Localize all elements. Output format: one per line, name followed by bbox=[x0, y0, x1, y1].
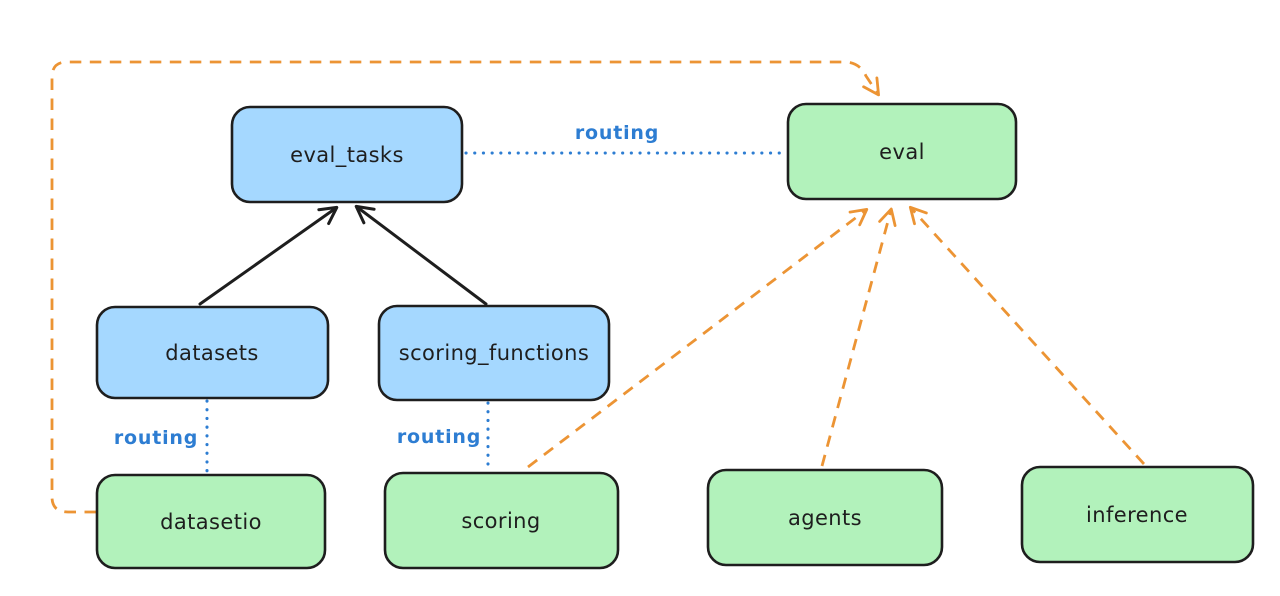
node-datasetio: datasetio bbox=[95, 473, 327, 570]
node-eval: eval bbox=[786, 102, 1018, 201]
node-inference: inference bbox=[1020, 465, 1255, 564]
edge-labels-layer: routing routing routing bbox=[114, 122, 659, 449]
edges-layer bbox=[50, 60, 1146, 514]
edge-scoring-to-eval bbox=[527, 207, 869, 469]
node-scoring-functions-label: scoring_functions bbox=[399, 341, 589, 366]
node-scoring-label: scoring bbox=[461, 509, 540, 533]
edge-datasets-to-eval-tasks bbox=[198, 205, 339, 306]
edge-agents-to-eval bbox=[820, 207, 897, 467]
node-scoring-functions-box bbox=[377, 304, 611, 402]
nodes-layer: eval_tasks eval datasets scoring_functio… bbox=[95, 102, 1255, 570]
edge-scoring-functions-to-eval-tasks bbox=[354, 204, 488, 306]
node-eval-label: eval bbox=[879, 140, 925, 164]
node-inference-label: inference bbox=[1086, 503, 1188, 527]
edge-inference-to-eval bbox=[908, 205, 1146, 465]
node-agents-label: agents bbox=[788, 506, 862, 530]
node-eval-tasks-label: eval_tasks bbox=[290, 143, 404, 168]
node-datasets: datasets bbox=[95, 305, 330, 400]
node-scoring: scoring bbox=[383, 471, 620, 570]
node-agents-box bbox=[706, 468, 944, 567]
node-datasets-label: datasets bbox=[165, 341, 259, 365]
edge-datasetio-to-eval bbox=[50, 60, 880, 514]
node-eval-tasks: eval_tasks bbox=[230, 105, 464, 204]
node-scoring-box bbox=[383, 471, 620, 570]
node-eval-box bbox=[786, 102, 1018, 201]
node-datasets-box bbox=[95, 305, 330, 400]
node-agents: agents bbox=[706, 468, 944, 567]
routing-label-datasets: routing bbox=[114, 427, 198, 449]
routing-label-scoring-functions: routing bbox=[397, 426, 481, 448]
node-scoring-functions: scoring_functions bbox=[377, 304, 611, 402]
routing-label-top: routing bbox=[575, 122, 659, 144]
node-datasetio-label: datasetio bbox=[160, 510, 262, 534]
node-inference-box bbox=[1020, 465, 1255, 564]
node-datasetio-box bbox=[95, 473, 327, 570]
node-eval-tasks-box bbox=[230, 105, 464, 204]
